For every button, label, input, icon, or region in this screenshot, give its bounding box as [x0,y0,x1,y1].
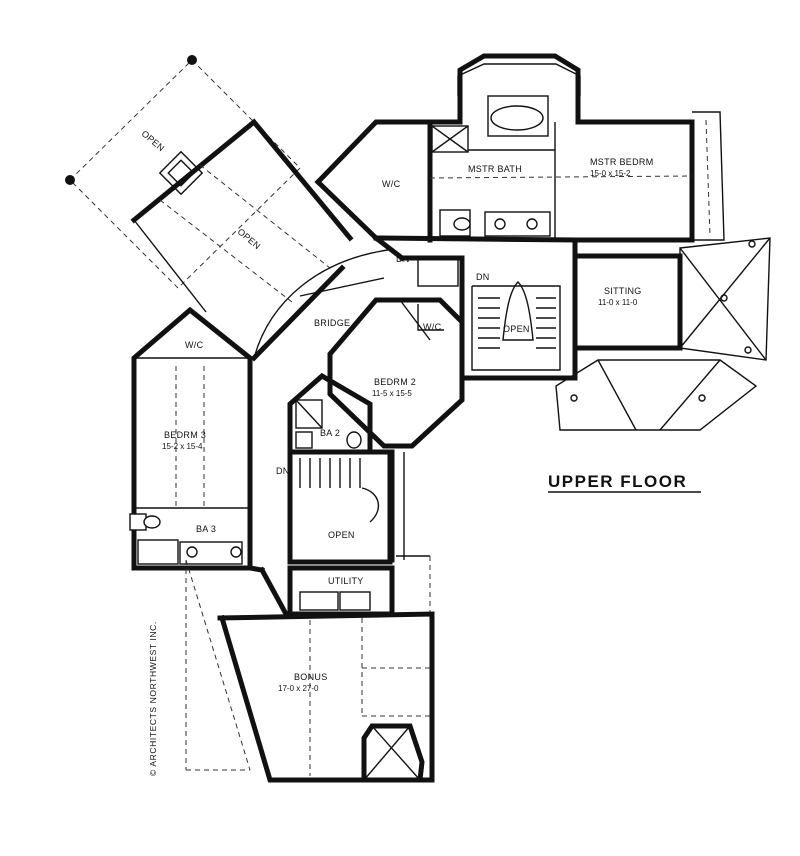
bedroom-2 [287,297,465,455]
ba3-label: BA 3 [196,524,216,534]
dn-bridge-label: DN [396,254,410,264]
master-suite [314,53,725,243]
bridge-label: BRIDGE [314,318,350,328]
bedroom-3 [129,306,253,571]
bonus-label: BONUS [294,672,328,682]
bedrm2-dim: 11-5 x 15-5 [372,389,412,398]
utility-label: UTILITY [328,576,364,586]
bridge [250,234,465,362]
sitting-dim: 11-0 x 11-0 [598,298,638,307]
bonus-room [185,559,435,783]
main-open-area [130,118,389,359]
sitting-room [555,237,771,431]
bedrm2-label: BEDRM 2 [374,377,416,387]
ba2-label: BA 2 [320,428,340,438]
wic-bed3-label: W/C [185,340,204,350]
central-stair [417,255,578,381]
wic-master-label: W/C [382,179,401,189]
wic-bed2-label: W/C [423,322,442,332]
open-main-label: OPEN [236,226,263,251]
open-stair-label: OPEN [503,324,530,334]
lower-stair [287,449,405,565]
mstr-bath-label: MSTR BATH [468,164,522,174]
open-lower-label: OPEN [328,530,355,540]
dn-lower-label: DN [276,466,290,476]
floor-title: UPPER FLOOR [548,472,687,491]
bedrm3-dim: 15-2 x 15-4 [162,442,203,451]
open-to-below-upper-dashed [65,55,301,289]
dn-stair-label: DN [476,272,490,282]
architect-credit: © ARCHITECTS NORTHWEST INC. [148,621,158,776]
mstr-bedrm-label: MSTR BEDRM [590,157,654,167]
sitting-label: SITTING [604,286,642,296]
open-upper-label: OPEN [140,128,167,153]
mstr-bedrm-dim: 15-0 x 15-2 [590,169,631,178]
bonus-dim: 17-0 x 27-0 [278,684,319,693]
bedrm3-label: BEDRM 3 [164,430,206,440]
